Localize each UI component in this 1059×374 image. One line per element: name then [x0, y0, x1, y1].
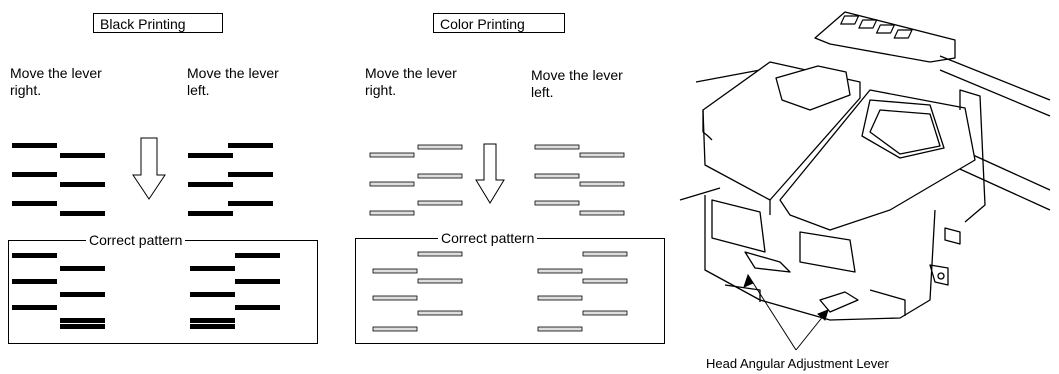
black-printing-lines: [12, 143, 280, 329]
black-pattern-line: [188, 182, 233, 187]
color-pattern-line: [417, 173, 463, 179]
black-pattern-line: [190, 292, 235, 297]
color-left-instruction: Move the lever right.: [365, 65, 457, 98]
black-pattern-line: [235, 253, 280, 258]
color-pattern-line: [417, 278, 463, 284]
black-pattern-line: [235, 279, 280, 284]
black-pattern-line: [12, 201, 57, 206]
color-pattern-line: [534, 144, 580, 150]
color-pattern-line: [369, 152, 415, 158]
black-pattern-line: [188, 211, 233, 216]
color-pattern-line: [537, 295, 583, 301]
black-pattern-line: [228, 143, 273, 148]
black-pattern-line: [60, 292, 105, 297]
black-down-arrow: [132, 137, 166, 200]
black-pattern-line: [60, 266, 105, 271]
lever-pointer-arrows: [743, 273, 829, 351]
black-pattern-line: [228, 201, 273, 206]
color-pattern-line: [534, 173, 580, 179]
color-pattern-line: [579, 181, 625, 187]
color-pattern-line: [537, 268, 583, 274]
black-pattern-line: [60, 153, 105, 158]
color-right-instruction: Move the lever left.: [531, 67, 623, 100]
black-printing-title: Black Printing: [93, 13, 223, 33]
black-pattern-line: [60, 211, 105, 216]
color-pattern-line: [534, 200, 580, 206]
black-pattern-line: [60, 182, 105, 187]
color-pattern-line: [417, 251, 463, 257]
black-right-instruction: Move the lever left.: [187, 65, 279, 98]
color-printing-lines: [369, 144, 628, 332]
color-pattern-line: [372, 268, 418, 274]
black-pattern-line: [12, 143, 57, 148]
color-pattern-line: [417, 144, 463, 150]
color-correct-pattern-label: Correct pattern: [438, 230, 538, 246]
black-pattern-line: [12, 305, 57, 310]
black-pattern-line: [12, 279, 57, 284]
color-pattern-line: [372, 295, 418, 301]
black-correct-pattern-label: Correct pattern: [86, 232, 186, 248]
color-pattern-line: [537, 326, 583, 332]
lever-caption: Head Angular Adjustment Lever: [706, 356, 889, 371]
black-pattern-line: [190, 318, 235, 323]
color-pattern-line: [417, 310, 463, 316]
color-pattern-line: [582, 251, 628, 257]
black-pattern-line: [228, 172, 273, 177]
color-pattern-line: [582, 278, 628, 284]
color-pattern-line: [372, 326, 418, 332]
black-pattern-line: [60, 324, 105, 329]
color-down-arrow: [475, 143, 505, 204]
color-pattern-line: [582, 310, 628, 316]
color-pattern-line: [369, 210, 415, 216]
color-printing-title: Color Printing: [433, 13, 565, 33]
black-pattern-line: [12, 253, 57, 258]
color-pattern-line: [417, 200, 463, 206]
black-pattern-line: [190, 266, 235, 271]
black-pattern-line: [60, 318, 105, 323]
color-pattern-line: [369, 181, 415, 187]
black-left-instruction: Move the lever right.: [10, 65, 102, 98]
black-pattern-line: [188, 153, 233, 158]
color-pattern-line: [579, 210, 625, 216]
black-pattern-line: [235, 305, 280, 310]
black-pattern-line: [190, 324, 235, 329]
color-pattern-line: [579, 152, 625, 158]
print-head-illustration: [679, 11, 1051, 321]
black-pattern-line: [12, 172, 57, 177]
